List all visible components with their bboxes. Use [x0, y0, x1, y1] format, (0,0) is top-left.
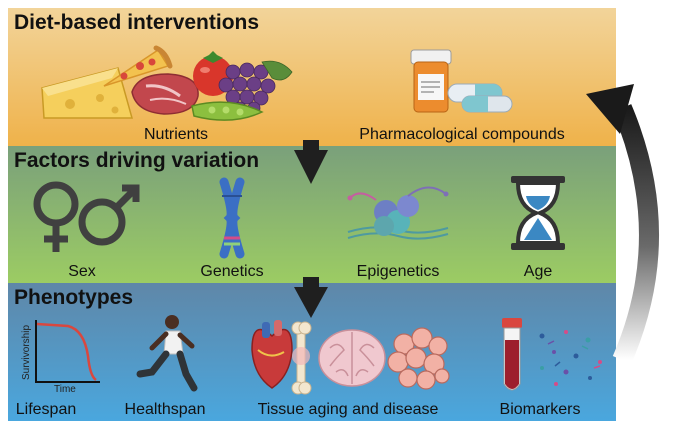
cheese-icon [41, 67, 133, 119]
female-symbol-icon [33, 181, 79, 252]
grapes-icon [218, 60, 293, 115]
down-arrow-icon-2 [294, 277, 328, 318]
label-healthspan: Healthspan [125, 401, 206, 418]
particles-icon [539, 330, 602, 386]
panel-diet-title: Diet-based interventions [14, 11, 259, 34]
survival-xlabel: Time [54, 384, 76, 395]
label-biomarkers: Biomarkers [500, 401, 581, 418]
meat-icon [131, 73, 199, 115]
pea-pod-icon [191, 101, 264, 121]
label-pharmacological-compounds: Pharmacological compounds [359, 126, 564, 143]
label-age: Age [524, 263, 553, 280]
survival-axes [35, 320, 100, 383]
survival-ylabel: Survivorship [21, 325, 32, 380]
runner-icon [136, 315, 198, 392]
label-nutrients: Nutrients [144, 126, 208, 143]
label-sex: Sex [68, 263, 96, 280]
capsule-icon [447, 83, 513, 113]
pill-bottle-icon [410, 49, 452, 113]
survival-curve [36, 322, 97, 382]
male-symbol-icon [78, 184, 140, 246]
survival-plot: Survivorship Time [21, 320, 100, 395]
pizza-icon [103, 45, 173, 87]
nucleosome-icon [347, 186, 449, 240]
panel-diet: Diet-based interventions [8, 8, 616, 146]
panel-factors-title: Factors driving variation [14, 149, 259, 172]
blood-tube-icon [502, 318, 522, 391]
brain-icon [318, 329, 386, 387]
panel-phenotypes-title: Phenotypes [14, 286, 133, 309]
hourglass-icon [511, 176, 565, 250]
label-genetics: Genetics [200, 263, 263, 280]
tumor-cells-icon [387, 327, 450, 390]
heart-icon [251, 320, 293, 389]
bone-icon [291, 321, 312, 395]
label-lifespan: Lifespan [16, 401, 77, 418]
feedback-arrow-icon [586, 84, 659, 364]
chromosome-icon [219, 177, 245, 259]
label-epigenetics: Epigenetics [357, 263, 440, 280]
label-tissue-aging-and-disease: Tissue aging and disease [258, 401, 439, 418]
down-arrow-icon [294, 140, 328, 184]
